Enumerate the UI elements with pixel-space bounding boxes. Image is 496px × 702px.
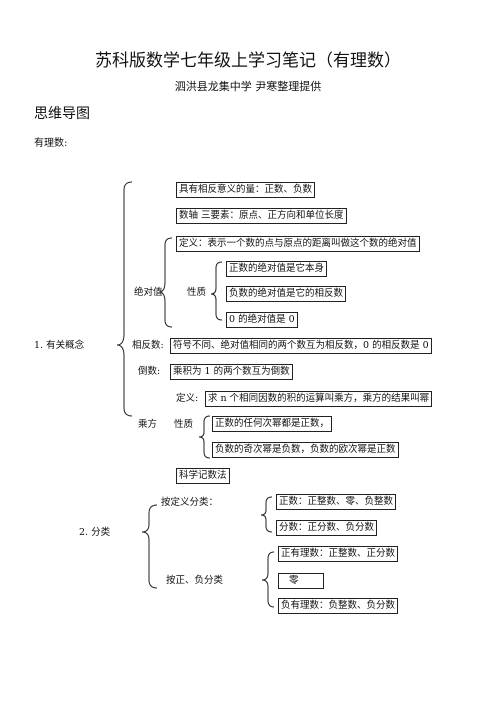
- reciprocal-label: 倒数:: [138, 366, 161, 377]
- zero-box: 零: [278, 573, 324, 589]
- abs-prop-positive-box: 正数的绝对值是它本身: [226, 261, 328, 277]
- positive-rationals-box: 正有理数：正整数、正分数: [278, 546, 399, 562]
- opposite-number-label: 相反数:: [132, 340, 164, 351]
- brace-absolute: [158, 237, 173, 328]
- abs-property-label: 性质: [187, 287, 207, 298]
- brace-concepts: [116, 181, 133, 417]
- brace-by-definition: [260, 496, 273, 533]
- power-prop-positive-box: 正数的任何次幂都是正数，: [212, 416, 333, 432]
- section-heading: 思维导图: [34, 106, 90, 122]
- brace-abs-props: [210, 261, 223, 321]
- concept-label: 1. 有关概念: [34, 340, 85, 351]
- power-definition-label: 定义:: [176, 393, 199, 404]
- classification-label: 2. 分类: [79, 527, 111, 538]
- opposite-number-box: 符号不同、绝对值相同的两个数互为相反数，0 的相反数是 0: [170, 338, 432, 354]
- power-prop-negative-box: 负数的奇次幂是负数，负数的欧次幂是正数: [212, 442, 399, 458]
- brace-power-props: [198, 415, 211, 459]
- page-title: 苏科版数学七年级上学习笔记（有理数）: [95, 51, 401, 71]
- number-line-box: 数轴 三要素：原点、正方向和单位长度: [176, 208, 347, 224]
- abs-definition-box: 定义：表示一个数的点与原点的距离叫做这个数的绝对值: [176, 236, 420, 252]
- integers-box: 正数：正整数、零、负整数: [276, 494, 397, 510]
- brace-classification: [141, 504, 158, 589]
- scientific-notation-box: 科学记数法: [176, 468, 230, 484]
- power-label: 乘方: [138, 419, 158, 430]
- page-subtitle: 泗洪县龙集中学 尹寒整理提供: [174, 80, 322, 93]
- brace-by-sign: [261, 551, 275, 608]
- abs-prop-negative-box: 负数的绝对值是它的相反数: [226, 286, 347, 302]
- power-property-label: 性质: [174, 419, 194, 430]
- abs-prop-zero-box: 0 的绝对值是 0: [226, 312, 298, 328]
- reciprocal-box: 乘积为 1 的两个数互为倒数: [170, 364, 293, 380]
- power-definition-box: 求 n 个相同因数的积的运算叫乘方，乘方的结果叫幂: [205, 391, 433, 407]
- negative-rationals-box: 负有理数：负整数、负分数: [278, 598, 399, 614]
- topic-label: 有理数:: [34, 138, 68, 149]
- absolute-value-label: 绝对值: [134, 287, 163, 298]
- by-sign-label: 按正、负分类: [166, 575, 224, 586]
- by-definition-label: 按定义分类：: [161, 497, 219, 508]
- fractions-box: 分数：正分数、负分数: [276, 520, 378, 536]
- opposite-meaning-box: 具有相反意义的量：正数、负数: [176, 182, 316, 198]
